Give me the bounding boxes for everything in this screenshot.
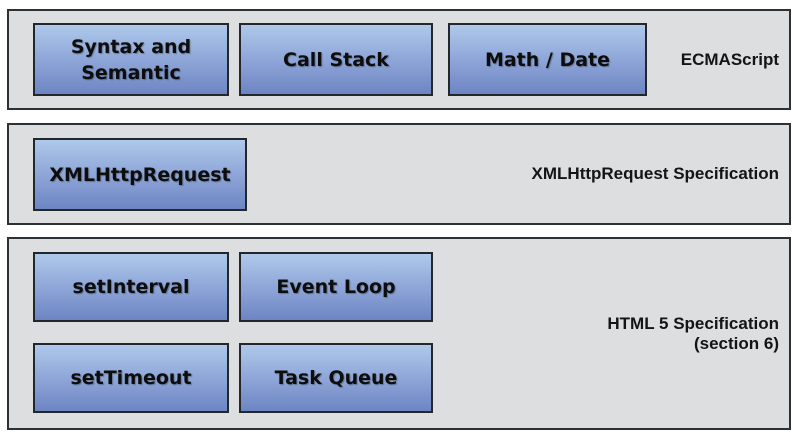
section-html5-specification: setInterval Event Loop setTimeout Task Q…: [7, 237, 791, 430]
section-label-ecmascript: ECMAScript: [680, 49, 779, 69]
section-label-html5-line2: (section 6): [693, 333, 779, 353]
box-syntax-and-semantic: Syntax and Semantic: [33, 23, 229, 96]
box-setinterval: setInterval: [33, 252, 229, 322]
box-task-queue: Task Queue: [239, 343, 433, 413]
box-call-stack: Call Stack: [239, 23, 433, 96]
box-xmlhttprequest: XMLHttpRequest: [33, 138, 247, 211]
section-ecmascript: Syntax and Semantic Call Stack Math / Da…: [7, 9, 791, 110]
section-label-html5-line1: HTML 5 Specification: [607, 313, 779, 333]
box-math-date: Math / Date: [448, 23, 647, 96]
box-settimeout: setTimeout: [33, 343, 229, 413]
section-label-xmlhttprequest-specification: XMLHttpRequest Specification: [531, 164, 779, 183]
section-label-html5-specification: HTML 5 Specification (section 6): [607, 239, 779, 428]
box-event-loop: Event Loop: [239, 252, 433, 322]
section-xmlhttprequest-specification: XMLHttpRequest XMLHttpRequest Specificat…: [7, 123, 791, 225]
